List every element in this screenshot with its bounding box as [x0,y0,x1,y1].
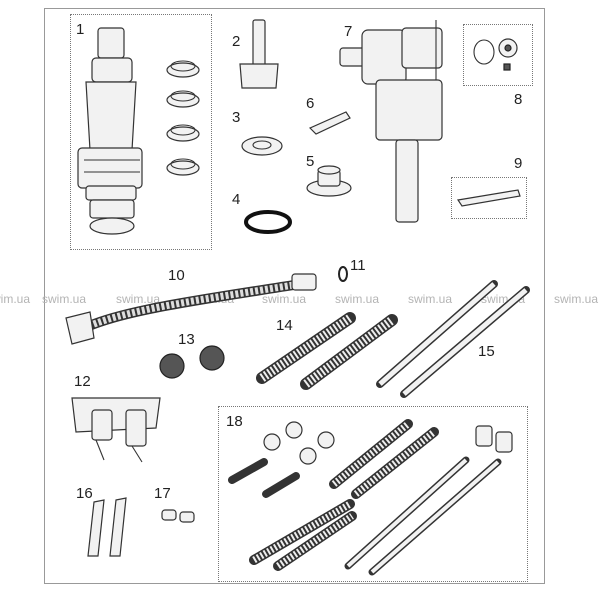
part-label-14: 14 [276,317,293,334]
watermark: swim.ua [554,292,599,306]
wall-bracket-parts [87,497,127,557]
part-label-6: 6 [306,95,315,112]
small-clip-part [308,111,351,135]
seal-set-part [473,38,518,71]
group-box-8 [463,24,533,86]
o-ring-part [244,210,292,234]
part-label-4: 4 [232,191,241,208]
flush-valve-part [77,27,143,235]
part-label-11: 11 [350,257,366,274]
watermark: swim.ua [42,292,87,306]
part-label-8: 8 [514,91,523,108]
threaded-rod-parts [256,312,398,390]
part-label-18: 18 [226,413,243,430]
part-label-15: 15 [478,343,495,360]
watermark: swim.ua [116,292,161,306]
cap-part [306,165,352,197]
part-label-3: 3 [232,109,241,126]
small-ring-part [338,266,348,282]
group-box-9 [451,177,527,219]
group-box-18 [218,406,528,582]
part-label-12: 12 [74,373,91,390]
part-label-10: 10 [168,267,185,284]
part-label-1: 1 [76,21,85,38]
group-box-1 [70,14,212,250]
watermark: swim.ua [408,292,453,306]
knob-parts [159,345,225,379]
clip-parts [161,509,195,523]
flush-valve-rings [166,60,200,176]
diagram-frame [44,8,545,584]
watermark: swim.ua [262,292,307,306]
lever-part [456,189,521,207]
fill-valve-part [339,20,443,223]
part-label-2: 2 [232,33,241,50]
watermark: swim.ua [335,292,380,306]
watermark: swim.ua [0,292,31,306]
mounting-assembly-part [71,397,161,463]
part-label-16: 16 [76,485,93,502]
fixing-set-parts [228,419,513,576]
part-label-9: 9 [514,155,523,172]
long-rod-parts [376,280,530,398]
part-label-5: 5 [306,153,315,170]
flexible-hose-part [65,273,317,345]
part-label-13: 13 [178,331,195,348]
bracket-part [239,19,279,89]
part-label-17: 17 [154,485,171,502]
washer-part [241,136,283,156]
part-label-7: 7 [344,23,353,40]
